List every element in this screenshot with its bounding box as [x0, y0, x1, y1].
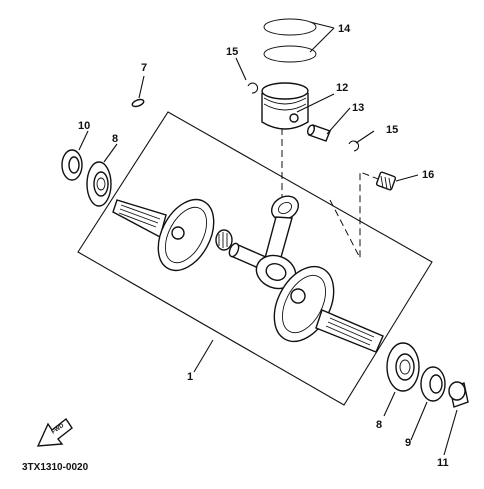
label-8-right: 8: [376, 419, 382, 431]
right-crank-half: [273, 265, 384, 353]
label-15-right: 15: [386, 124, 398, 136]
connecting-rod: [255, 195, 300, 290]
big-end-bearing: [215, 229, 233, 251]
left-oil-seal: [61, 149, 83, 181]
label-1: 1: [187, 371, 193, 383]
woodruff-key: [131, 98, 145, 108]
right-oil-seal: [420, 366, 446, 402]
small-end-bearing: [375, 171, 397, 191]
leader-lines: [78, 21, 458, 456]
label-15-top: 15: [226, 46, 238, 58]
piston-pin-clip-right: [348, 140, 360, 152]
piston-rings: [263, 18, 317, 63]
part-numbers: 1 7 10 8 8 9 11 12 13 14 15 15 16: [78, 23, 449, 469]
piston: [261, 82, 309, 130]
label-14: 14: [338, 23, 351, 35]
label-11: 11: [437, 457, 449, 469]
left-bearing: [86, 161, 112, 207]
right-bearing: [386, 342, 420, 392]
label-12: 12: [336, 82, 348, 94]
piston-pin-clip-left: [247, 82, 259, 94]
drawing-code: 3TX1310-0020: [22, 462, 89, 473]
alignment-lines: [281, 128, 387, 259]
piston-pin: [307, 124, 331, 142]
assembly-outline: [77, 111, 433, 406]
left-crank-half: [112, 198, 215, 272]
label-10: 10: [78, 120, 90, 132]
label-9: 9: [405, 437, 411, 449]
label-13: 13: [352, 102, 364, 114]
collar: [448, 381, 469, 408]
label-7: 7: [141, 62, 147, 74]
label-16: 16: [422, 169, 434, 181]
forward-arrow-icon: FWD: [36, 417, 73, 447]
label-8-left: 8: [112, 133, 118, 145]
